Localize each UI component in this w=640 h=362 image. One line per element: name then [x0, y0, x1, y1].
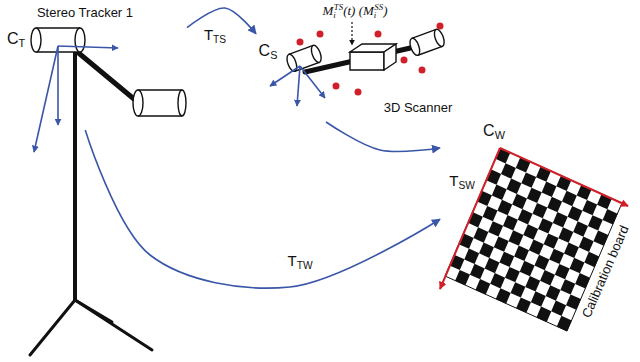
text-part: TS — [334, 2, 343, 12]
text-part: SS — [374, 2, 383, 12]
text-part: M — [322, 3, 333, 18]
frame-label: CS — [259, 42, 278, 62]
board-axis — [440, 148, 500, 289]
frame-label: CT — [7, 30, 25, 50]
tracker-axes — [34, 46, 118, 152]
device-region: CW Calibration board — [440, 122, 636, 338]
text-part: W — [495, 129, 505, 141]
text-part: (t) (M — [343, 3, 374, 18]
transform-arrow — [85, 130, 440, 288]
marker-label: MiTS(t) (MiSS) — [322, 2, 387, 20]
transform-arrow — [326, 122, 440, 151]
marker-dots — [297, 23, 444, 96]
tripod-leg — [30, 300, 75, 355]
text-part: Stereo Tracker 1 — [37, 5, 133, 20]
tripod — [30, 50, 152, 355]
text-part: C — [7, 30, 19, 47]
text-part: ) — [383, 3, 387, 18]
projector-box — [350, 44, 396, 70]
board-name: Calibration board — [580, 224, 633, 321]
tripod-leg — [75, 300, 152, 350]
leader-line — [351, 22, 352, 45]
text-part: T — [204, 26, 213, 43]
device-name: Stereo Tracker 1 — [37, 6, 133, 21]
scanner — [285, 28, 446, 73]
text-part: C — [259, 42, 271, 59]
text-part: T — [287, 252, 296, 269]
scanner-bar — [305, 44, 428, 72]
transform-label: TTS — [202, 26, 228, 46]
scanner-camera — [408, 28, 446, 57]
camera-bar — [75, 50, 140, 104]
device-region: Stereo Tracker 1 CT — [2, 2, 187, 130]
text-part: T — [18, 37, 25, 49]
board-axis — [500, 148, 628, 206]
scanner-camera — [285, 44, 323, 73]
text-part: 3D Scanner — [384, 100, 453, 115]
text-part: S — [270, 49, 277, 61]
tracker-camera — [133, 90, 186, 116]
tripod-leg — [75, 300, 112, 322]
tripod-post — [73, 50, 77, 300]
text-part: TS — [213, 34, 226, 45]
transform-label: TSW — [447, 172, 477, 192]
text-part: TW — [297, 260, 313, 271]
frame-label: CW — [483, 122, 505, 142]
device-name: 3D Scanner — [384, 101, 453, 116]
scanner-axes — [270, 66, 325, 106]
text-part: T — [449, 172, 458, 189]
transform-label: TTW — [285, 252, 314, 272]
text-part: SW — [458, 180, 474, 191]
text-part: C — [483, 122, 495, 139]
device-region: CS 3D Scanner — [256, 24, 456, 122]
text-part: Calibration board — [579, 223, 632, 320]
